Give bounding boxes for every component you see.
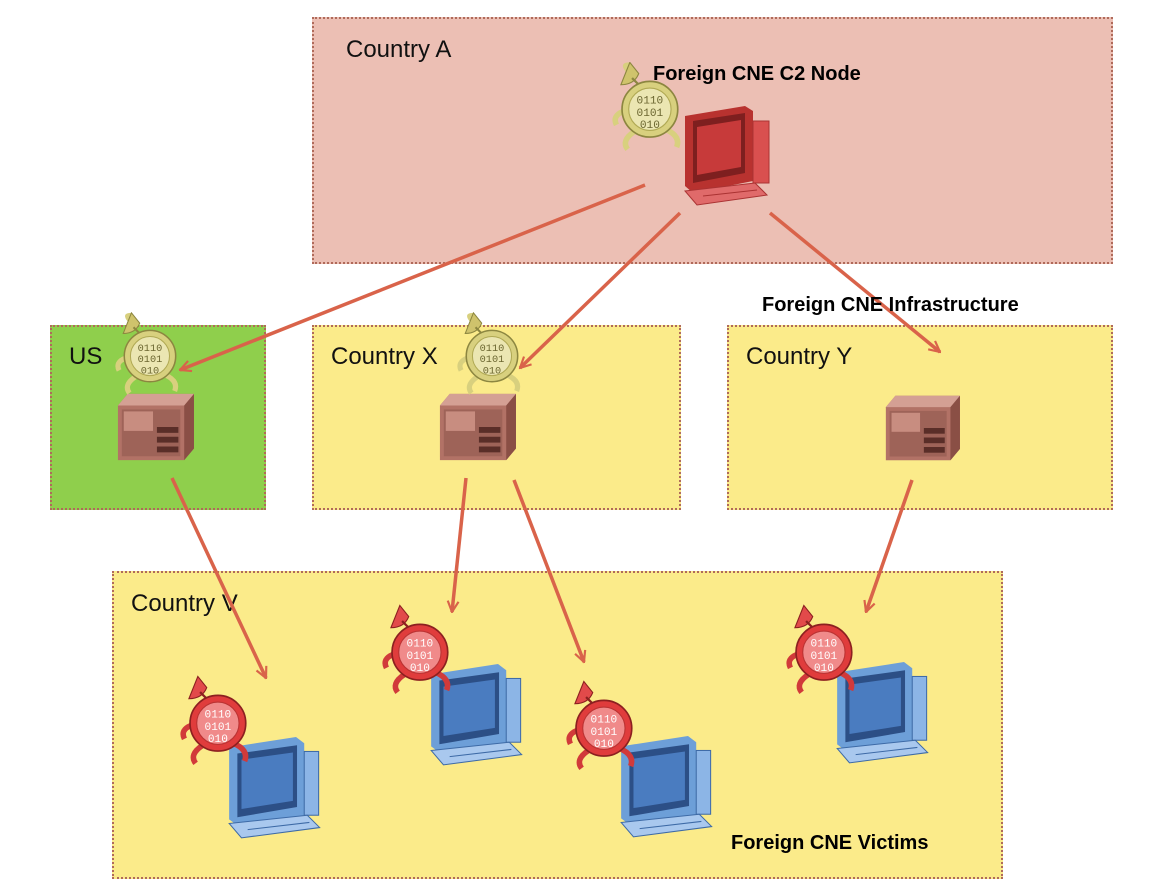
- c2-node-caption: Foreign CNE C2 Node: [653, 63, 861, 85]
- victim-3: [569, 681, 713, 838]
- arrow-y-to-victim-4: [866, 479, 914, 612]
- country-v-label: Country V: [131, 590, 238, 617]
- victim-1: [183, 676, 321, 839]
- infrastructure-country-y: [885, 395, 960, 461]
- country-x-label: Country X: [331, 343, 438, 370]
- victim-2: [385, 605, 523, 766]
- arrow-c2-to-us: [180, 183, 646, 370]
- arrows: [170, 183, 940, 678]
- victim-4: [789, 605, 929, 764]
- implant-icon: [118, 313, 176, 393]
- victims-caption: Foreign CNE Victims: [731, 832, 929, 854]
- infected-computer-icon: [684, 105, 770, 206]
- country-a-label: Country A: [346, 36, 452, 63]
- server-icon: [439, 393, 516, 461]
- arrow-x-to-victim-3: [512, 479, 584, 662]
- server-icon: [885, 395, 960, 461]
- arrow-c2-to-country-y: [768, 211, 940, 352]
- us-label: US: [69, 343, 103, 370]
- arrow-c2-to-country-x: [520, 211, 682, 368]
- country-y-label: Country Y: [746, 343, 853, 370]
- victim-computer-icon: [620, 735, 713, 838]
- infrastructure-us: [117, 313, 194, 461]
- implant-icon: [460, 313, 518, 393]
- infrastructure-caption: Foreign CNE Infrastructure: [762, 294, 1019, 316]
- arrow-x-to-victim-2: [452, 477, 468, 612]
- server-icon: [117, 393, 194, 461]
- infrastructure-country-x: [439, 313, 518, 461]
- arrow-us-to-victim-1: [170, 477, 268, 678]
